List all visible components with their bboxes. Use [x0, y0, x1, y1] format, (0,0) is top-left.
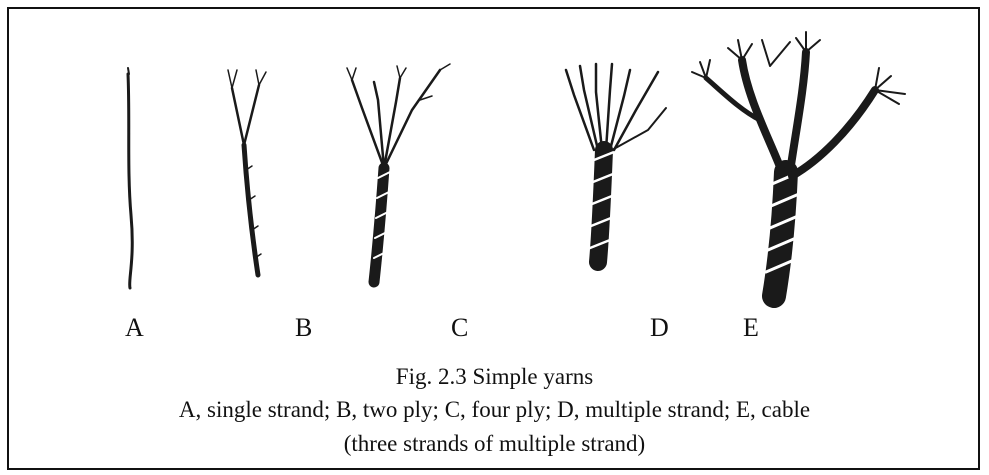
label-a: A — [125, 313, 144, 343]
label-b: B — [295, 313, 312, 343]
caption-title: Fig. 2.3 Simple yarns — [0, 363, 989, 391]
yarn-d-multiple-strand — [566, 64, 666, 262]
label-e: E — [743, 313, 759, 343]
yarn-c-four-ply — [347, 64, 450, 282]
yarn-b-two-ply — [228, 70, 266, 275]
label-d: D — [650, 313, 669, 343]
caption-line-1: A, single strand; B, two ply; C, four pl… — [0, 396, 989, 424]
yarn-e-cable — [692, 32, 905, 296]
label-c: C — [451, 313, 468, 343]
yarn-a-single-strand — [128, 68, 132, 288]
caption-line-2: (three strands of multiple strand) — [0, 430, 989, 458]
